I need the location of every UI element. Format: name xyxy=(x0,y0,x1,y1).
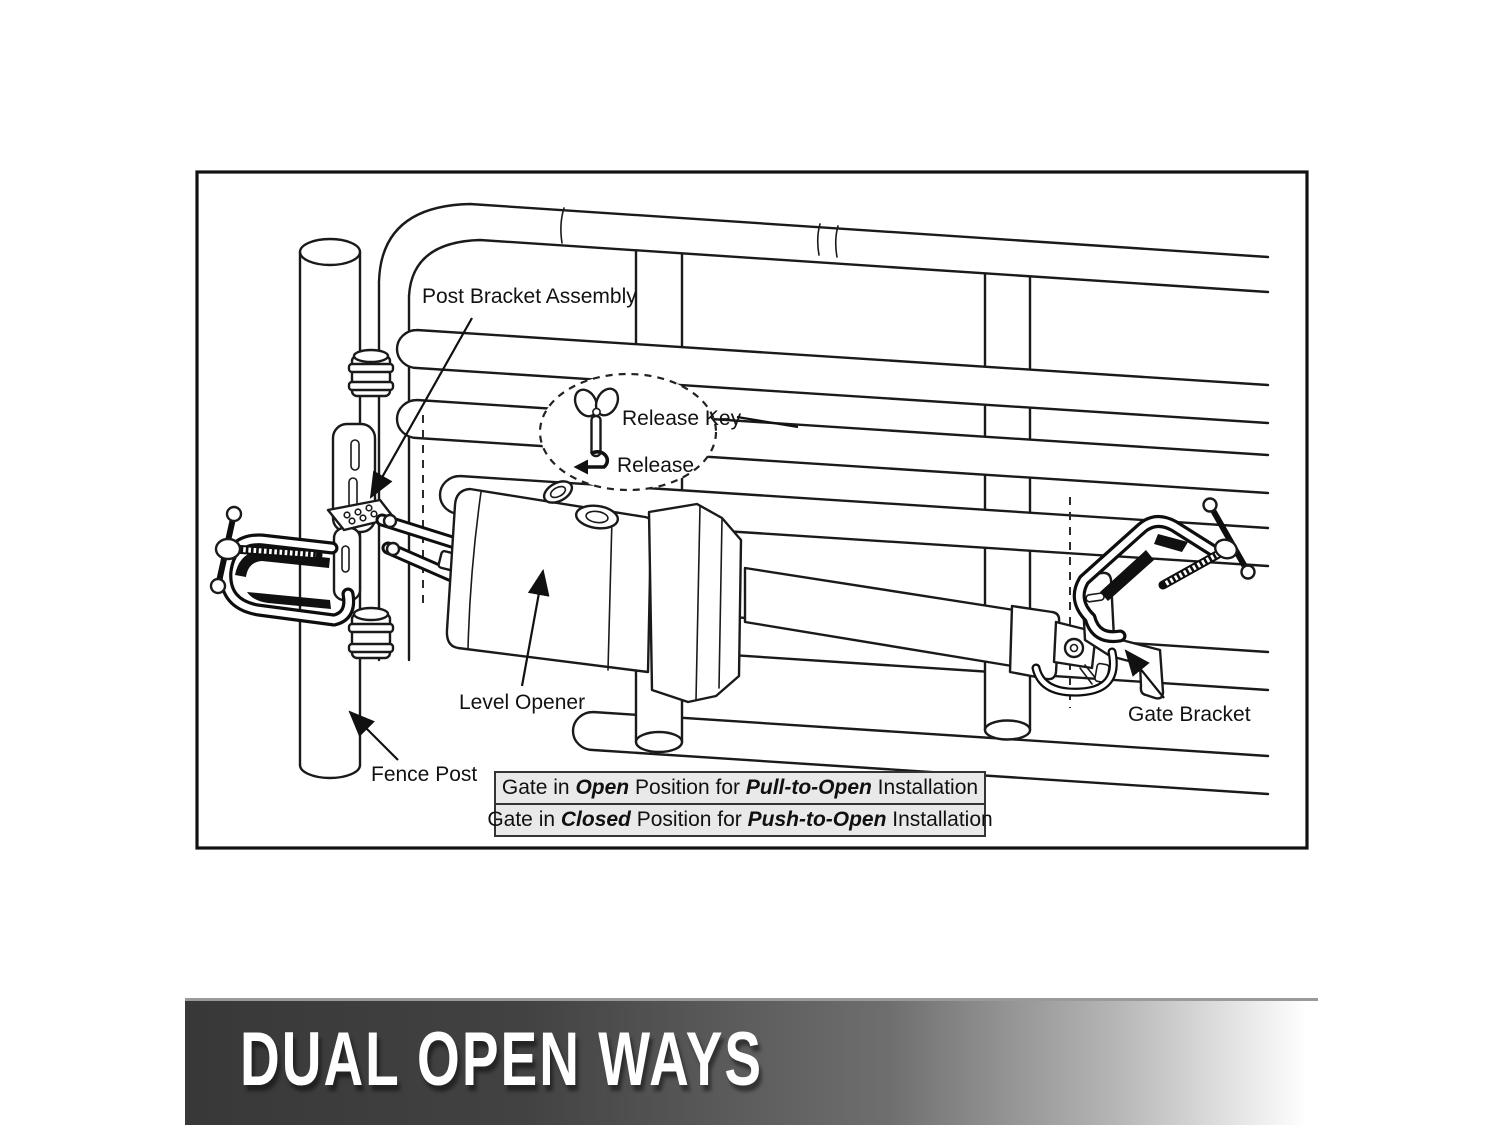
label-post-bracket-assembly: Post Bracket Assembly xyxy=(422,285,637,308)
note-emphasis: Closed xyxy=(560,808,631,831)
label-gate-bracket: Gate Bracket xyxy=(1128,703,1251,726)
release-key-icon xyxy=(573,387,620,458)
note-emphasis: Push-to-Open xyxy=(747,808,887,831)
label-level-opener: Level Opener xyxy=(459,691,586,714)
note-text: Position for xyxy=(629,776,746,799)
note-text: Installation xyxy=(871,776,979,799)
banner-title: DUAL OPEN WAYS xyxy=(240,1016,764,1102)
c-clamp-left-icon xyxy=(209,505,356,627)
install-notes: Gate in Open Position for Pull-to-Open I… xyxy=(487,771,993,837)
label-release-key: Release Key xyxy=(622,407,742,430)
c-clamp-right-icon xyxy=(1072,497,1256,644)
note-text: Gate in xyxy=(501,776,576,799)
install-note-push-to-open: Gate in Closed Position for Push-to-Open… xyxy=(487,803,993,837)
note-text: Gate in xyxy=(487,808,561,831)
leader-arrows xyxy=(348,317,1165,761)
label-fence-post: Fence Post xyxy=(371,763,478,786)
label-release: Release xyxy=(617,454,695,477)
undo-arrow-icon xyxy=(573,450,610,475)
hinge-upper xyxy=(347,348,395,398)
note-text: Position for xyxy=(630,808,748,831)
install-note-pull-to-open: Gate in Open Position for Pull-to-Open I… xyxy=(494,771,986,805)
post-bracket-assembly xyxy=(326,422,396,602)
note-emphasis: Pull-to-Open xyxy=(745,776,872,799)
banner: DUAL OPEN WAYS xyxy=(185,998,1318,1125)
hinge-lower xyxy=(347,606,395,660)
note-text: Installation xyxy=(886,808,993,831)
note-emphasis: Open xyxy=(575,776,630,799)
